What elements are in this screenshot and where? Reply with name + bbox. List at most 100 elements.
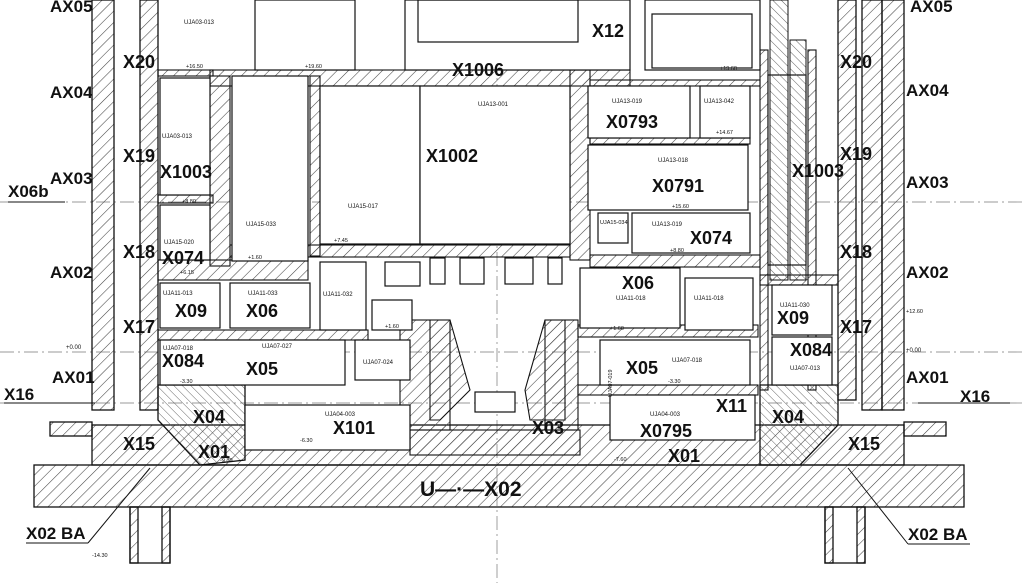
level-mark: -3.30: [180, 379, 193, 385]
room-code: UJA15-017: [348, 204, 379, 210]
room-code: UJA15-033: [246, 222, 277, 228]
level-mark: +8.80: [670, 248, 684, 254]
room-X04-left: X04: [193, 407, 225, 427]
room-X09-right: X09: [777, 308, 809, 328]
room-code: UJA07-013: [790, 366, 821, 372]
room-X06-left: X06: [246, 301, 278, 321]
axis-AX04-left: AX04: [50, 83, 93, 102]
room-X074-right: X074: [690, 228, 732, 248]
room-X01-left: X01: [198, 442, 230, 462]
room-X20-left: X20: [123, 52, 155, 72]
axis-AX04-right: AX04: [906, 81, 949, 100]
room-X05-right: X05: [626, 358, 658, 378]
room-code: UJA13-019: [612, 99, 643, 105]
room-X18-right: X18: [840, 242, 872, 262]
room-X0793: X0793: [606, 112, 658, 132]
room-X12: X12: [592, 21, 624, 41]
room-X04-right: X04: [772, 407, 804, 427]
level-mark: -3.30: [668, 379, 681, 385]
room-code: UJA04-003: [650, 412, 681, 418]
room-X084-left: X084: [162, 351, 204, 371]
level-mark: +19.60: [305, 64, 322, 70]
room-code: UJA11-033: [248, 291, 278, 297]
room-code: UJA07-018: [163, 346, 194, 352]
room-X03: X03: [532, 418, 564, 438]
room-code: UJA07-024: [363, 360, 394, 366]
central-openings: [384, 257, 563, 413]
room-X1006: X1006: [452, 60, 504, 80]
room-code: UJA11-013: [163, 291, 193, 297]
level-mark: +7.45: [334, 238, 348, 244]
room-X1003-left: X1003: [160, 162, 212, 182]
room-code: UJA13-019: [652, 222, 683, 228]
room-code: UJA04-003: [325, 412, 356, 418]
axis-X02BA-left: X02 BA: [26, 524, 86, 543]
room-code: UJA07-018: [672, 358, 703, 364]
room-X0791: X0791: [652, 176, 704, 196]
room-X101: X101: [333, 418, 375, 438]
axis-X06b: X06b: [8, 182, 49, 201]
room-X01-right: X01: [668, 446, 700, 466]
level-mark: -6.30: [300, 438, 313, 444]
level-mark: +8.80: [182, 199, 196, 205]
room-X20-right: X20: [840, 52, 872, 72]
room-X15-left: X15: [123, 434, 155, 454]
room-X17-left: X17: [123, 317, 155, 337]
room-code: UJA03-013: [162, 134, 193, 140]
axis-AX03-right: AX03: [906, 173, 949, 192]
room-code: UJA13-001: [478, 102, 509, 108]
level-mark: -9.80: [220, 458, 233, 464]
level-mark: -7.60: [614, 457, 627, 463]
room-X1002: X1002: [426, 146, 478, 166]
room-labels: X20 X19 X18 X17 X15 X20 X19 X18 X17 X15 …: [123, 21, 880, 501]
level-mark: +1.60: [385, 324, 399, 330]
room-X19-right: X19: [840, 144, 872, 164]
axis-X02BA-right: X02 BA: [908, 525, 968, 544]
level-mark: +6.15: [180, 270, 194, 276]
level-mark: +0.00: [906, 348, 922, 354]
room-code: UJA15-020: [164, 240, 195, 246]
room-code: UJA11-030: [780, 303, 810, 309]
level-mark: -14.30: [92, 553, 108, 559]
room-code: UJA15-034: [600, 220, 628, 226]
room-code: UJA11-032: [323, 292, 353, 298]
level-marks: +19.60 +19.60 +16.50 +14.67 +15.60 +8.80…: [66, 64, 923, 559]
room-X05-left: X05: [246, 359, 278, 379]
room-X11: X11: [716, 396, 747, 416]
leader-lines: [4, 201, 1010, 545]
room-code: UJA13-042: [704, 99, 735, 105]
level-mark: +15.60: [672, 204, 689, 210]
room-code: UJA07-027: [262, 344, 293, 350]
room-X1003-right: X1003: [792, 161, 844, 181]
axis-AX03-left: AX03: [50, 169, 93, 188]
level-mark: +12.60: [906, 309, 923, 315]
axis-AX02-right: AX02: [906, 263, 949, 282]
level-mark: +0.00: [66, 345, 82, 351]
axis-labels: AX05 AX05 AX04 AX04 AX03 AX03 X06b AX02 …: [4, 0, 990, 544]
axis-AX01-right: AX01: [906, 368, 949, 387]
axis-AX05-right: AX05: [910, 0, 953, 16]
room-X15-right: X15: [848, 434, 880, 454]
room-X18-left: X18: [123, 242, 155, 262]
room-code: UJA11-018: [694, 296, 724, 302]
room-code: UJA11-018: [616, 296, 646, 302]
level-mark: +16.50: [186, 64, 203, 70]
room-X19-left: X19: [123, 146, 155, 166]
axis-AX01-left: AX01: [52, 368, 95, 387]
level-mark: +19.60: [720, 66, 737, 72]
room-codes: UJA03-013 UJA03-013 UJA13-001 UJA15-017 …: [162, 20, 821, 418]
room-code: UJA03-013: [184, 20, 215, 26]
room-X09-left: X09: [175, 301, 207, 321]
room-code: UJA07-019: [608, 369, 614, 397]
level-mark: +1.60: [248, 255, 262, 261]
level-mark: +14.67: [716, 130, 733, 136]
room-X084-right: X084: [790, 340, 832, 360]
axis-AX05-left: AX05: [50, 0, 93, 16]
room-X06-right: X06: [622, 273, 654, 293]
room-X0795: X0795: [640, 421, 692, 441]
axis-X16-right: X16: [960, 387, 990, 406]
room-U-X02: U—·—X02: [420, 478, 522, 501]
level-mark: +1.60: [610, 326, 624, 332]
axis-AX02-left: AX02: [50, 263, 93, 282]
